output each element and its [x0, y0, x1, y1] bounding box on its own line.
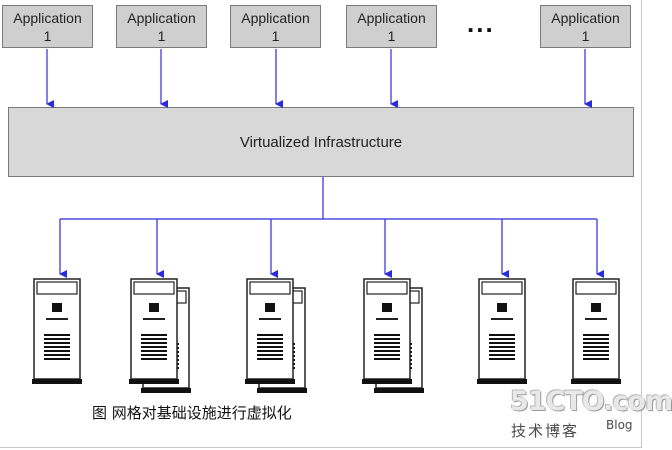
watermark-sub-text: 技术博客 [511, 422, 580, 440]
application-box-5: Application 1 [540, 5, 631, 48]
single-server-icon [476, 278, 528, 385]
stacked-server-icon [361, 278, 425, 394]
application-label: Application [13, 10, 82, 26]
watermark-blog-text: Blog [606, 418, 633, 432]
single-server-icon [31, 278, 83, 385]
application-number: 1 [387, 28, 396, 44]
figure-caption: 图 网格对基础设施进行虚拟化 [92, 404, 292, 422]
stacked-server-icon [244, 278, 308, 394]
application-box-4: Application 1 [346, 5, 437, 48]
application-label: Application [357, 10, 426, 26]
watermark-logo: 51CTO.com 技术博客 Blog [510, 386, 672, 446]
application-box-1: Application 1 [2, 5, 93, 48]
application-number: 1 [157, 28, 166, 44]
application-label: Application [127, 10, 196, 26]
watermark-main-text: 51CTO.com [510, 386, 672, 417]
application-label: Application [241, 10, 310, 26]
application-box-3: Application 1 [230, 5, 321, 48]
single-server-icon [570, 278, 622, 385]
application-number: 1 [43, 28, 52, 44]
infrastructure-label: Virtualized Infrastructure [239, 133, 403, 151]
more-applications-ellipsis: ... [467, 8, 495, 38]
application-number: 1 [271, 28, 280, 44]
virtualized-infrastructure-box: Virtualized Infrastructure [8, 107, 634, 177]
application-box-2: Application 1 [116, 5, 207, 48]
application-number: 1 [581, 28, 590, 44]
application-label: Application [551, 10, 620, 26]
diagram-frame [0, 0, 642, 448]
connector-lines [31, 49, 622, 394]
stacked-server-icon [128, 278, 192, 394]
